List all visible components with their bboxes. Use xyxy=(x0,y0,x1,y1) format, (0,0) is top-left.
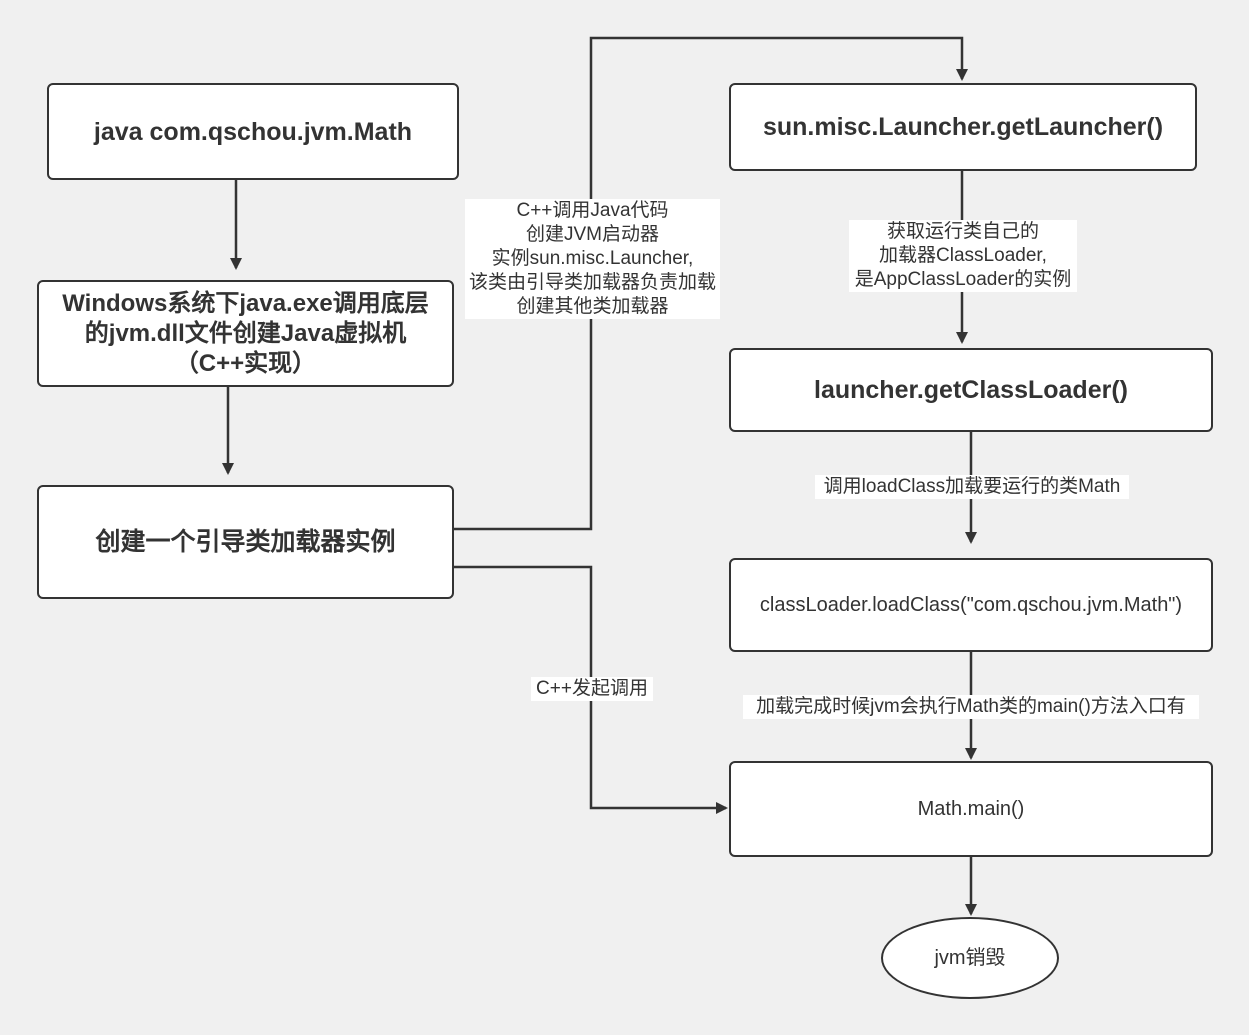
node-math-main: Math.main() xyxy=(729,761,1213,857)
edge-label-cpp-call-java: C++调用Java代码 创建JVM启动器 实例sun.misc.Launcher… xyxy=(465,199,720,319)
node-windows-exe: Windows系统下java.exe调用底层 的jvm.dll文件创建Java虚… xyxy=(37,280,454,387)
node-load-class-label: classLoader.loadClass("com.qschou.jvm.Ma… xyxy=(759,594,1183,616)
node-create-bootstrap-loader-label: 创建一个引导类加载器实例 xyxy=(95,528,396,556)
node-math-main-label: Math.main() xyxy=(917,798,1025,820)
node-get-launcher-label: sun.misc.Launcher.getLauncher() xyxy=(762,113,1164,141)
node-jvm-destroy: jvm销毁 xyxy=(881,917,1059,999)
node-java-command: java com.qschou.jvm.Math xyxy=(47,83,459,180)
node-load-class: classLoader.loadClass("com.qschou.jvm.Ma… xyxy=(729,558,1213,652)
node-get-launcher: sun.misc.Launcher.getLauncher() xyxy=(729,83,1197,171)
edge-label-get-runtime-loader: 获取运行类自己的 加载器ClassLoader, 是AppClassLoader… xyxy=(849,220,1077,292)
node-windows-exe-label: Windows系统下java.exe调用底层 的jvm.dll文件创建Java虚… xyxy=(62,289,429,377)
node-get-classloader-label: launcher.getClassLoader() xyxy=(814,376,1128,404)
edge-label-call-loadclass: 调用loadClass加载要运行的类Math xyxy=(815,475,1129,499)
node-create-bootstrap-loader: 创建一个引导类加载器实例 xyxy=(37,485,454,599)
node-jvm-destroy-label: jvm销毁 xyxy=(934,947,1006,969)
node-java-command-label: java com.qschou.jvm.Math xyxy=(93,117,413,146)
arrow-bootstrap-to-launcher xyxy=(454,36,968,531)
edge-label-after-load: 加载完成时候jvm会执行Math类的main()方法入口有 xyxy=(743,695,1199,719)
node-get-classloader: launcher.getClassLoader() xyxy=(729,348,1213,432)
edge-label-cpp-initiates: C++发起调用 xyxy=(531,677,653,701)
